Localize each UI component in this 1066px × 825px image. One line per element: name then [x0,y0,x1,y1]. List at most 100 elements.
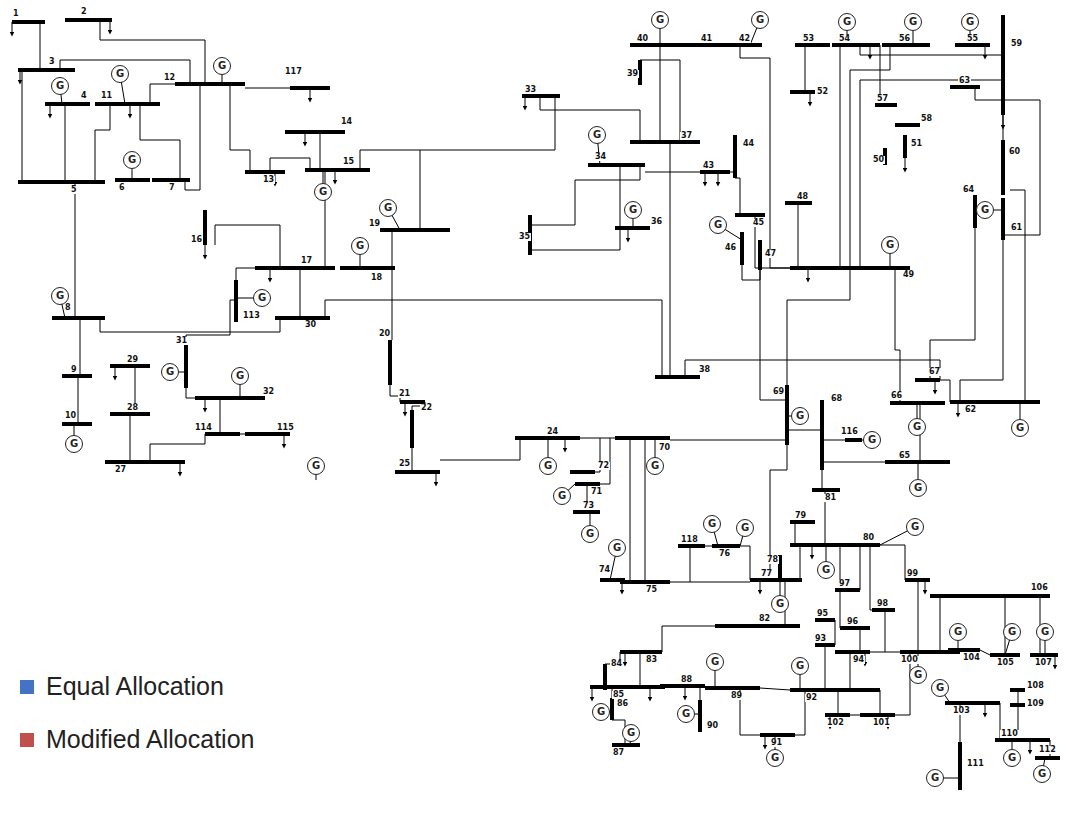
bus-number: 69 [772,388,785,396]
transmission-line [75,182,76,318]
generator-letter: G [796,661,804,671]
transmission-line [670,142,671,377]
bus-bar [905,578,930,582]
transmission-line [1003,115,1004,140]
generator-letter: G [593,130,601,140]
transmission-line [300,268,301,318]
bus-bar [815,643,835,647]
generator-letter: G [597,707,605,717]
transmission-line [78,376,79,424]
transmission-line [150,434,205,462]
generator-letter: G [70,439,78,449]
bus-bar [698,700,702,732]
bus-bar [758,240,762,270]
bus-number: 18 [370,274,383,282]
generator-symbol: G [253,289,271,307]
bus-number: 51 [910,140,923,148]
generator-symbol: G [1003,623,1021,641]
bus-number: 81 [824,494,837,502]
generator-letter: G [627,728,635,738]
transmission-line [850,652,851,690]
bus-bar [990,653,1020,657]
bus-bar [203,210,207,245]
bus-number: 77 [760,570,773,578]
transmission-line [1018,690,1019,705]
transmission-line [270,158,310,172]
bus-bar [872,608,895,612]
bus-bar [630,140,700,144]
bus-bar [885,460,950,464]
generator-letter: G [128,155,136,165]
bus-number: 13 [262,176,275,184]
generator-letter: G [1016,423,1024,433]
bus-number: 34 [594,153,607,161]
generator-letter: G [1008,627,1016,637]
bus-number: 3 [48,58,56,66]
bus-number: 59 [1010,40,1023,48]
bus-number: 61 [1010,224,1023,232]
generator-symbol: G [379,199,397,217]
transmission-line [360,96,555,170]
bus-number: 54 [838,35,851,43]
generator-symbol: G [123,151,141,169]
generator-letter: G [711,657,719,667]
load-arrow [205,245,206,257]
transmission-line [325,300,662,377]
bus-bar [815,618,835,622]
generator-letter: G [1038,769,1046,779]
transmission-line [60,60,190,84]
transmission-line [880,690,881,715]
bus-number: 39 [626,70,639,78]
transmission-line [215,225,280,268]
bus-number: 80 [862,534,875,542]
bus-bar [740,232,744,265]
bus-bar [630,43,690,47]
bus-number: 37 [680,132,693,140]
bus-number: 82 [758,615,771,623]
transmission-line [420,150,421,230]
generator-letter: G [384,203,392,213]
bus-number: 14 [340,118,353,126]
generator-letter: G [954,627,962,637]
transmission-line [245,88,290,89]
bus-number: 87 [612,749,625,757]
generator-symbol: G [588,126,606,144]
generator-letter: G [708,519,716,529]
bus-number: 50 [872,156,885,164]
legend-row: Equal Allocation [20,672,224,701]
bus-bar [388,340,392,385]
transmission-line [795,690,805,735]
bus-bar [735,213,765,217]
transmission-line [392,230,393,340]
generator-letter: G [558,491,566,501]
transmission-line [95,104,110,182]
generator-letter: G [613,543,621,553]
legend-text: Modified Allocation [46,725,254,754]
generator-symbol: G [231,367,249,385]
transmission-line [800,545,801,580]
bus-number: 98 [876,600,889,608]
bus-bar [785,201,812,205]
bus-bar [1010,703,1025,707]
bus-bar [110,412,150,416]
bus-number: 88 [680,676,693,684]
generator-symbol: G [904,13,922,31]
transmission-line [787,430,822,431]
transmission-line [630,438,631,580]
bus-number: 72 [597,462,610,470]
generator-symbol: G [791,657,809,675]
bus-number: 89 [730,692,743,700]
generator-symbol: G [926,769,944,787]
generator-letter: G [771,753,779,763]
generator-symbol: G [976,201,994,219]
transmission-line [960,240,1003,402]
bus-bar [105,460,185,464]
bus-bar [915,378,940,382]
bus-bar [790,543,880,547]
bus-bar [95,102,160,106]
transmission-line [850,45,890,268]
generator-symbol: G [766,749,784,767]
bus-number: 44 [742,140,755,148]
bus-bar [515,436,580,440]
